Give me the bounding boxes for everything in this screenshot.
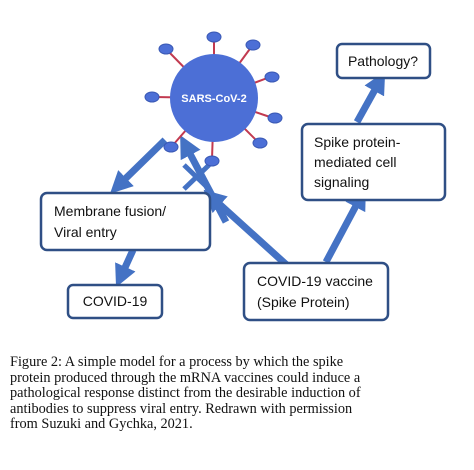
box-covid: COVID-19 bbox=[66, 283, 164, 320]
arrow-vaccine-to-signaling bbox=[322, 187, 366, 264]
box-pathology: Pathology? bbox=[335, 42, 432, 80]
box-membrane-line-1: Membrane fusion/ bbox=[54, 203, 166, 219]
virus-label: SARS-CoV-2 bbox=[181, 93, 246, 105]
arrow-signaling-to-pathology bbox=[353, 71, 386, 124]
arrow-virus-to-membrane bbox=[109, 137, 168, 194]
box-membrane: Membrane fusion/ Viral entry bbox=[39, 191, 212, 252]
caption-line: protein produced through the mRNA vaccin… bbox=[10, 369, 361, 386]
box-membrane-line-2: Viral entry bbox=[54, 224, 117, 240]
caption-line: from Suzuki and Gychka, 2021. bbox=[10, 416, 193, 433]
arrow-membrane-to-covid bbox=[115, 248, 137, 288]
box-signaling-line-3: signaling bbox=[314, 174, 369, 190]
box-vaccine-line-2: (Spike Protein) bbox=[257, 294, 350, 310]
box-signaling: Spike protein- mediated cell signaling bbox=[300, 122, 447, 202]
arrows bbox=[109, 71, 386, 288]
figure-caption: Figure 2: A simple model for a process b… bbox=[10, 354, 470, 433]
caption-line: pathological response distinct from the … bbox=[10, 385, 361, 402]
arrow-vaccine-to-membrane bbox=[203, 189, 293, 271]
virus-icon: SARS-CoV-2 bbox=[144, 31, 283, 167]
figure-diagram: SARS-CoV-2 Pathology? Spike protein- med… bbox=[39, 31, 447, 322]
box-covid-label: COVID-19 bbox=[83, 293, 148, 309]
block-cross-b bbox=[182, 163, 211, 191]
caption-line: Figure 2: A simple model for a process b… bbox=[10, 354, 344, 370]
box-signaling-line-1: Spike protein- bbox=[314, 134, 401, 150]
box-vaccine: COVID-19 vaccine (Spike Protein) bbox=[242, 261, 390, 322]
box-signaling-line-2: mediated cell bbox=[314, 154, 397, 170]
box-pathology-label: Pathology? bbox=[348, 53, 418, 69]
box-vaccine-line-1: COVID-19 vaccine bbox=[257, 273, 373, 289]
virus-body bbox=[170, 54, 258, 142]
caption-line: antibodies to suppress viral entry. Redr… bbox=[10, 400, 353, 417]
